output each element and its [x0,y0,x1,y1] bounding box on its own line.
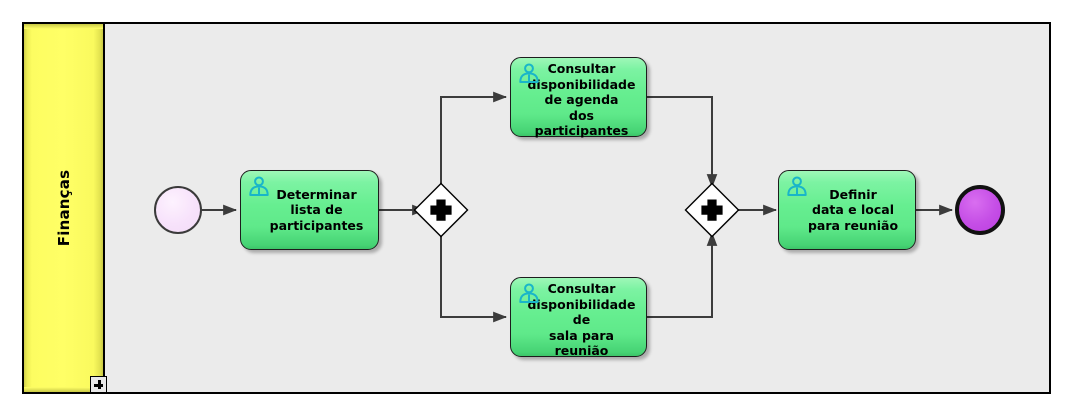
task-consultar-agenda-participantes[interactable]: Consultar disponibilidade de agenda dos … [510,57,647,139]
task-label: Determinar lista de participantes [269,186,364,233]
task-label: Consultar disponibilidade de sala para r… [527,281,636,359]
task-consultar-sala-reuniao[interactable]: Consultar disponibilidade de sala para r… [510,277,647,359]
plus-vertical-bar [98,380,101,389]
user-task-icon [249,176,269,196]
parallel-gateway-join[interactable] [684,182,740,238]
lane-collapse-toggle[interactable] [90,376,107,393]
parallel-gateway-split[interactable] [413,182,469,238]
user-task-icon [787,176,807,196]
user-task-icon [519,63,539,83]
task-label: Consultar disponibilidade de agenda dos … [527,61,636,139]
task-determinar-lista-participantes[interactable]: Determinar lista de participantes [240,170,379,250]
plus-symbol [430,199,452,221]
user-task-icon [519,283,539,303]
plus-symbol [701,199,723,221]
task-definir-data-local[interactable]: Definir data e local para reunião [778,170,916,250]
task-label: Definir data e local para reunião [807,186,899,233]
lane-header-financas[interactable]: Finanças [24,24,105,392]
start-event[interactable] [154,186,202,234]
lane-label: Finanças [54,169,73,247]
end-event[interactable] [955,185,1005,235]
